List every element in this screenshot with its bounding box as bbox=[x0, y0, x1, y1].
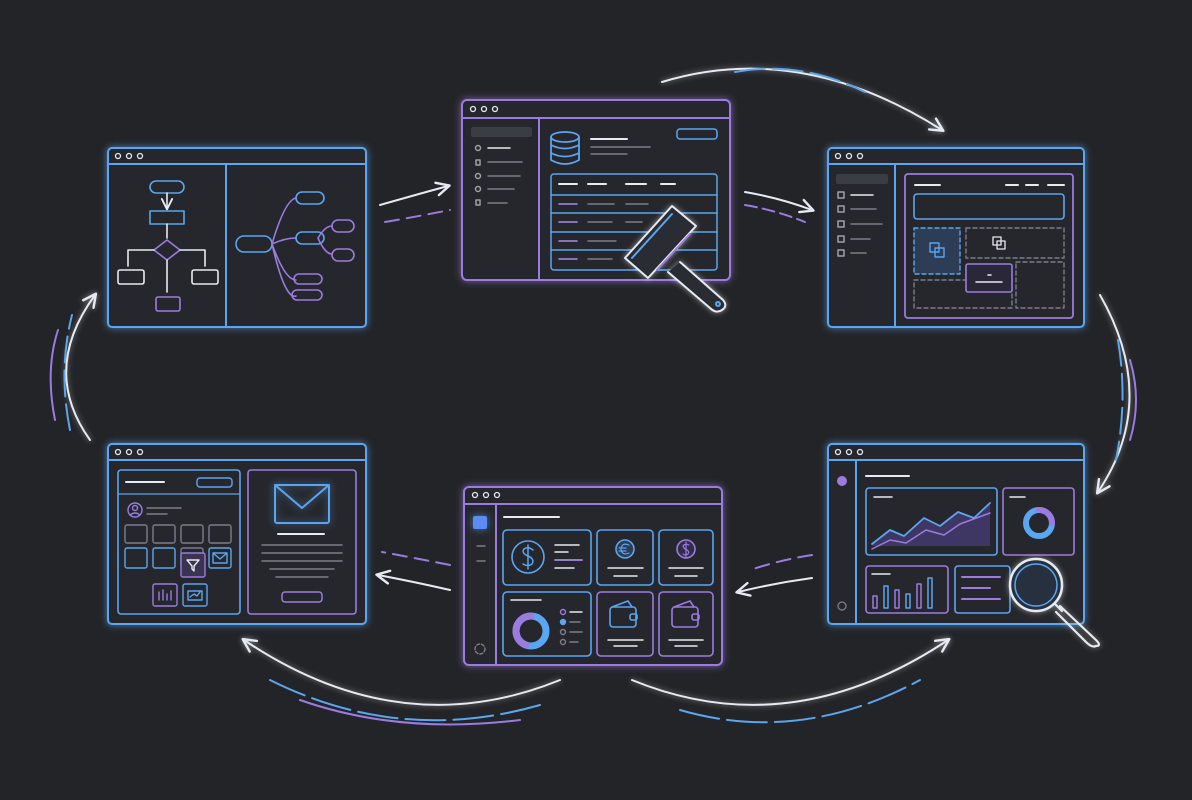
bar-chart-icon bbox=[872, 577, 933, 609]
scraper-icon bbox=[624, 205, 727, 313]
arrow-bottom-left-arc bbox=[241, 637, 561, 706]
arrow-bottom-right-arc bbox=[631, 637, 951, 706]
copy-icon bbox=[929, 242, 945, 258]
copy-block bbox=[913, 227, 961, 275]
builder-input bbox=[913, 193, 1065, 220]
arrow-top-arc bbox=[661, 67, 945, 133]
action-button bbox=[676, 128, 718, 140]
dollar-icon bbox=[676, 539, 696, 559]
window-dots-icon bbox=[114, 152, 144, 160]
arrow-right-arc bbox=[1095, 294, 1131, 495]
window-analytics-dashboard bbox=[827, 443, 1101, 648]
form-tiles bbox=[124, 524, 232, 607]
arrow-4-to-5 bbox=[735, 577, 813, 597]
dollar-icon bbox=[511, 540, 545, 574]
window-dots-icon bbox=[469, 105, 499, 113]
arrow-1-to-2 bbox=[379, 181, 451, 206]
window-dots-icon bbox=[834, 448, 864, 456]
euro-icon bbox=[615, 539, 635, 559]
donut-chart-icon bbox=[1023, 507, 1055, 539]
wallet-icon bbox=[671, 600, 700, 628]
sidebar-items bbox=[474, 144, 523, 206]
settings-icon bbox=[474, 643, 486, 655]
envelope-icon bbox=[274, 484, 330, 524]
arrow-left-arc bbox=[65, 292, 98, 441]
send-button bbox=[281, 591, 323, 603]
area-chart-icon bbox=[871, 502, 991, 550]
window-dots-icon bbox=[114, 448, 144, 456]
window-database-scraper bbox=[461, 99, 731, 313]
wallet-icon bbox=[609, 600, 638, 628]
data-table bbox=[550, 173, 718, 271]
window-page-builder bbox=[827, 147, 1085, 328]
filter-icon bbox=[186, 559, 200, 572]
settings-icon bbox=[837, 601, 847, 611]
window-finance-dashboard bbox=[463, 486, 723, 666]
chart-legend bbox=[559, 608, 583, 646]
window-flowchart-mindmap bbox=[107, 147, 367, 328]
donut-chart-icon bbox=[512, 612, 550, 650]
window-dots-icon bbox=[471, 491, 501, 499]
component-icon bbox=[992, 236, 1006, 250]
arrow-5-to-6 bbox=[375, 569, 451, 591]
arrow-2-to-3 bbox=[744, 191, 815, 214]
cycle-arrows bbox=[49, 67, 1137, 726]
mindmap-icon bbox=[235, 191, 355, 301]
sidebar-items bbox=[837, 191, 883, 257]
magnifier-icon bbox=[1008, 557, 1101, 648]
window-dots-icon bbox=[834, 152, 864, 160]
avatar-icon bbox=[127, 502, 143, 518]
envelope-icon bbox=[212, 552, 228, 564]
window-form-email bbox=[107, 443, 367, 625]
database-icon bbox=[550, 131, 580, 165]
flowchart-icon bbox=[117, 180, 219, 312]
